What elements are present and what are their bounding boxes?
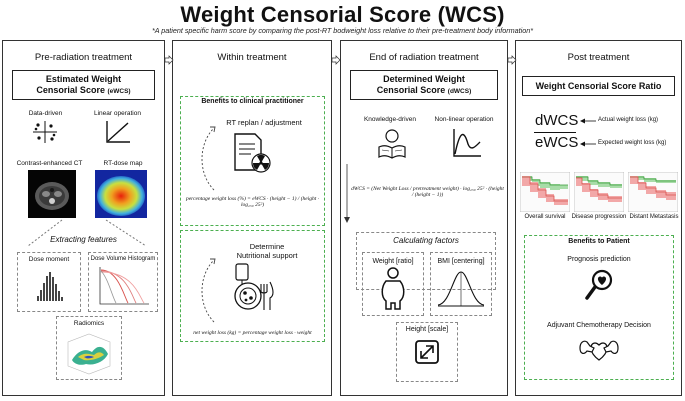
nonlinear-operation-label: Non-linear operation xyxy=(428,116,500,123)
radiomics-label: Radiomics xyxy=(56,320,122,327)
rt-replan-label: RT replan / adjustment xyxy=(214,118,314,127)
calculating-factors-label: Calculating factors xyxy=(356,236,496,245)
knowledge-driven-label: Knowledge-driven xyxy=(360,116,420,123)
curved-arrow-icon xyxy=(196,124,220,194)
km-plot-disease-progression xyxy=(574,172,624,212)
actual-arrow-icon xyxy=(580,118,596,124)
km-plot-overall-survival xyxy=(520,172,570,212)
dwcs-box-title: Determined Weight xyxy=(351,74,497,85)
radiomics-3d-icon xyxy=(64,330,114,376)
page-subtitle: *A patient specific harm score by compar… xyxy=(0,26,685,35)
nonlinear-graph-icon xyxy=(452,128,482,158)
bell-curve-icon xyxy=(436,268,486,310)
page-title: Weight Censorial Score (WCS) xyxy=(0,2,685,28)
col1-heading: Pre-radiation treatment xyxy=(2,52,165,63)
scatter-icon xyxy=(32,120,58,144)
nutritional-support-label: Nutritional support xyxy=(222,251,312,260)
radiation-document-icon xyxy=(233,132,273,174)
weight-ratio-label: Weight [ratio] xyxy=(362,258,424,265)
col3-heading: End of radiation treatment xyxy=(340,52,508,63)
km-label-disease-progression: Disease progression xyxy=(570,214,628,220)
col4-heading: Post treatment xyxy=(515,52,682,63)
ct-label: Contrast-enhanced CT xyxy=(12,160,87,167)
nutrition-icon xyxy=(228,262,276,312)
strong-heart-icon xyxy=(578,334,620,366)
km-plot-distant-metastasis xyxy=(628,172,678,212)
histogram-icon xyxy=(34,268,66,302)
formula-net-weight-loss: net weight loss (kg) = percentage weight… xyxy=(182,330,323,336)
height-scale-label: Height [scale] xyxy=(396,326,458,333)
prognosis-label: Prognosis prediction xyxy=(540,256,658,263)
data-driven-label: Data-driven xyxy=(18,110,73,117)
extracting-features-label: Extracting features xyxy=(12,235,155,244)
ratio-box: Weight Censorial Score Ratio xyxy=(522,76,675,96)
dose-moment-label: Dose moment xyxy=(17,256,81,263)
expected-arrow-icon xyxy=(580,141,596,147)
ewcs-denominator: eWCS xyxy=(535,134,578,151)
dwcs-box-title-2: Censorial Score xyxy=(377,85,446,95)
dwcs-numerator: dWCS xyxy=(535,112,578,129)
dwcs-box: Determined Weight Censorial Score (dWCS) xyxy=(350,70,498,100)
ct-image xyxy=(28,170,76,218)
formula-percentage-weight-loss: percentage weight loss (%) = eWCS · (hei… xyxy=(182,196,323,208)
col2-heading: Within treatment xyxy=(172,52,332,63)
ewcs-box-title: Estimated Weight xyxy=(13,74,154,85)
km-label-overall-survival: Overall survival xyxy=(518,214,572,220)
linear-operation-label: Linear operation xyxy=(90,110,145,117)
dwcs-box-abbr: (dWCS) xyxy=(448,88,471,95)
benefits-practitioner-title: Benefits to clinical practitioner xyxy=(180,98,325,105)
benefits-patient-title: Benefits to Patient xyxy=(524,238,674,245)
linear-graph-icon xyxy=(105,120,131,144)
determine-label: Determine xyxy=(232,242,302,251)
expand-icon xyxy=(415,340,439,364)
adjuvant-label: Adjuvant Chemotherapy Decision xyxy=(530,322,668,329)
dose-map-image xyxy=(95,170,147,218)
fraction-line xyxy=(534,132,576,133)
magnifier-heart-icon xyxy=(584,268,614,302)
bmi-label: BMI [centering] xyxy=(430,258,492,265)
dvh-chart-icon xyxy=(98,266,150,306)
dvh-label: Dose Volume Histogram xyxy=(88,256,158,262)
ewcs-box-abbr: (eWCS) xyxy=(107,88,130,95)
dose-map-label: RT-dose map xyxy=(88,160,158,167)
formula-dwcs: dWCS = (Net Weight Loss / pretreatment w… xyxy=(350,186,505,198)
km-label-distant-metastasis: Distant Metastasis xyxy=(626,214,682,220)
curved-arrow-2-icon xyxy=(196,256,220,326)
person-weight-icon xyxy=(380,267,406,311)
expected-weight-label: Expected weight loss (kg) xyxy=(598,140,682,146)
ewcs-box-title-2: Censorial Score xyxy=(36,85,105,95)
actual-weight-label: Actual weight loss (kg) xyxy=(598,117,678,123)
book-lightbulb-icon xyxy=(377,127,407,159)
ewcs-box: Estimated Weight Censorial Score (eWCS) xyxy=(12,70,155,100)
